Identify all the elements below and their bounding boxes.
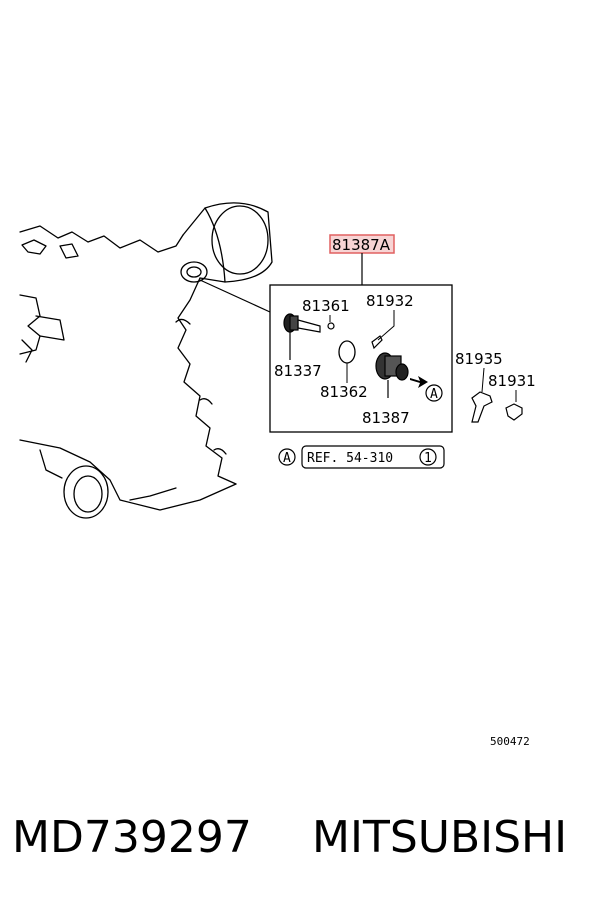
ref-marker-b-circle	[278, 448, 296, 466]
part-81935-bracket	[471, 391, 493, 423]
ref-marker-a: A	[430, 387, 438, 402]
transmission-housing-drawing	[19, 202, 273, 519]
label-81931: 81931	[488, 372, 536, 390]
drawing-code: 500472	[490, 735, 530, 748]
arrow-to-ref-a	[410, 376, 428, 388]
label-81362: 81362	[320, 383, 368, 401]
label-81361: 81361	[302, 297, 350, 315]
part-81932-pin	[371, 335, 383, 350]
part-81931-bolt	[505, 403, 523, 421]
part-81361-clip	[327, 322, 335, 330]
part-81362-oring	[338, 340, 356, 364]
brand-caption: MITSUBISHI	[312, 812, 568, 863]
ref-index: 1	[424, 451, 432, 466]
ref-marker-a-circle	[425, 384, 443, 402]
ref-index-circle	[419, 448, 437, 466]
ref-text: REF. 54-310	[307, 451, 393, 466]
detail-box	[269, 284, 453, 433]
label-81387: 81387	[362, 409, 410, 427]
ref-box	[301, 445, 445, 469]
parts-diagram: 81387A 81361 81932 81337 81362 81387 A 8…	[19, 202, 536, 748]
part-81387-assembly	[375, 352, 409, 398]
ref-marker-b: A	[283, 451, 291, 466]
label-81337: 81337	[274, 362, 322, 380]
part-81337-gear	[283, 313, 321, 360]
assembly-label: 81387A	[332, 236, 391, 254]
part-number-caption: MD739297	[12, 812, 252, 863]
label-81932: 81932	[366, 292, 414, 310]
leader-line-housing	[199, 279, 271, 313]
label-81935: 81935	[455, 350, 503, 368]
